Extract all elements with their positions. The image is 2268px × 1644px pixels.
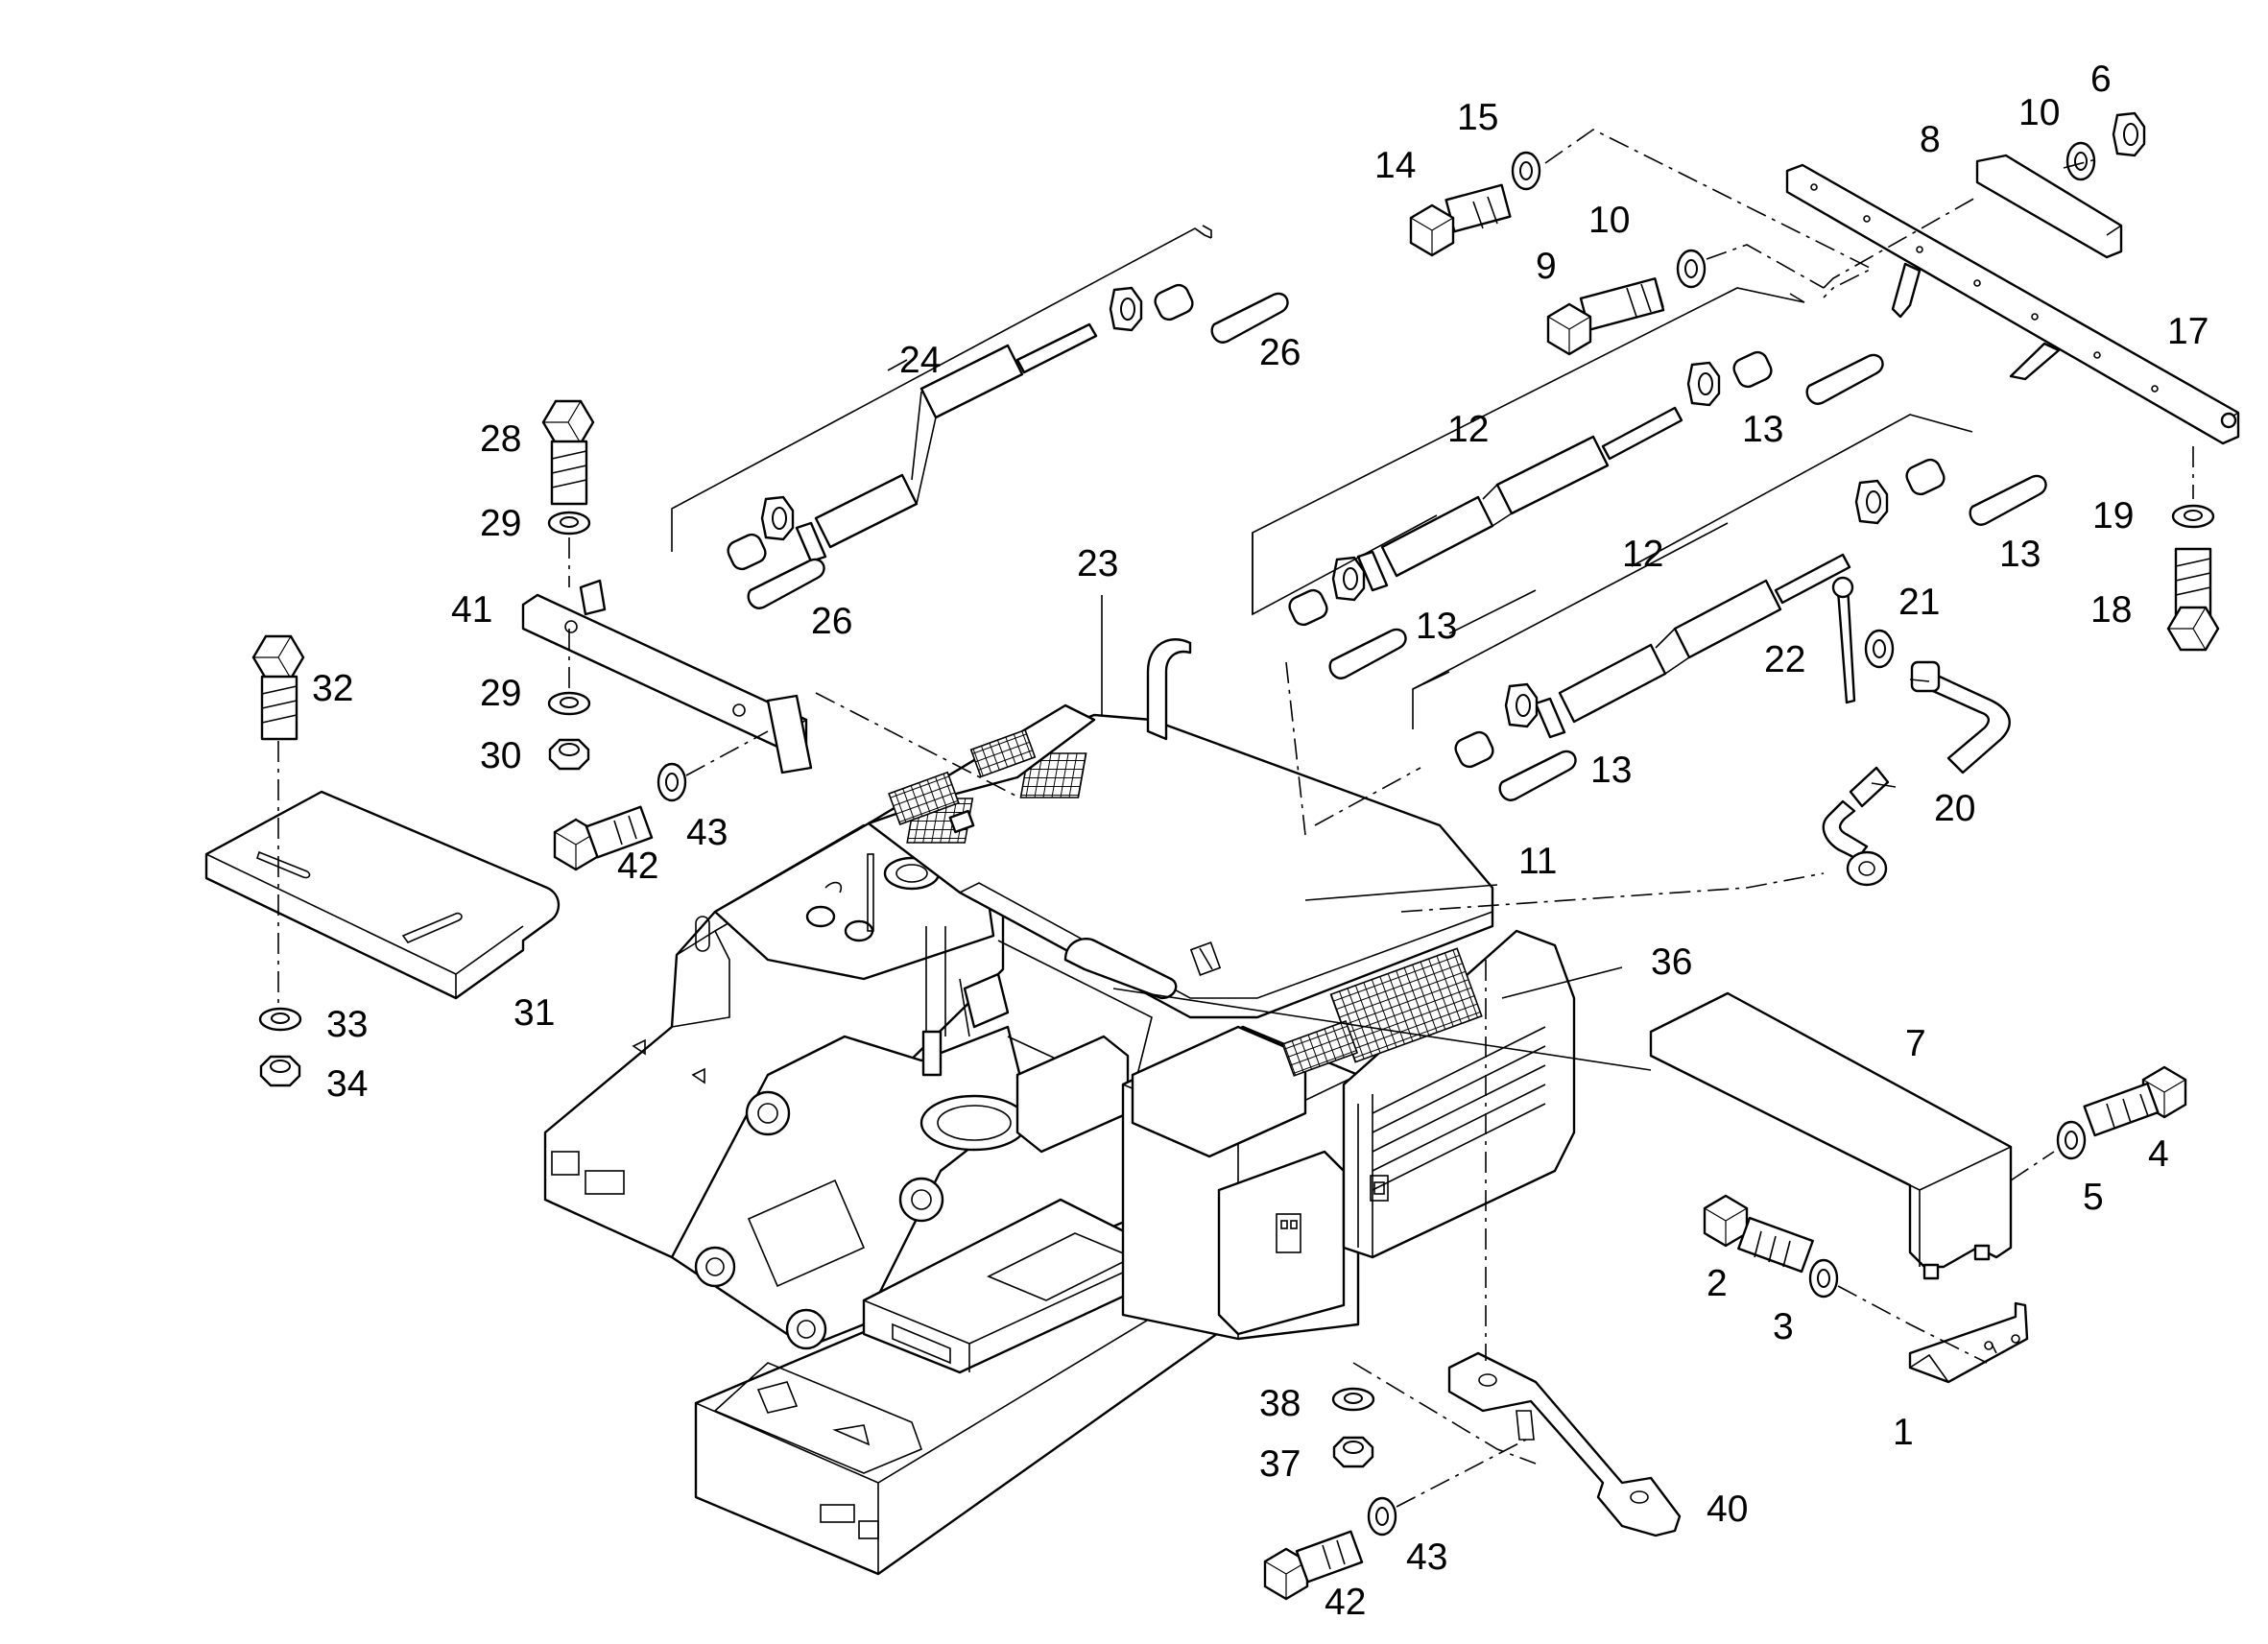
washer-43-upper xyxy=(657,762,687,802)
nut-30 xyxy=(548,738,590,771)
washer-10-upper xyxy=(2065,141,2096,181)
bolt-2 xyxy=(1703,1194,1814,1274)
callout-5: 5 xyxy=(2083,1177,2104,1218)
callout-11: 11 xyxy=(1518,841,1558,882)
callout-13-a: 13 xyxy=(1742,409,1783,450)
washer-10-lower xyxy=(1676,249,1707,289)
washer-29-lower xyxy=(547,691,591,716)
bolt-4 xyxy=(2083,1065,2187,1137)
callout-36: 36 xyxy=(1651,941,1692,983)
callout-19: 19 xyxy=(2092,495,2134,536)
washer-43-lower xyxy=(1367,1496,1397,1537)
callout-9: 9 xyxy=(1536,246,1557,287)
callout-42-lower: 42 xyxy=(1325,1582,1366,1623)
callout-2: 2 xyxy=(1707,1263,1728,1304)
washer-19 xyxy=(2171,504,2215,529)
callout-13-c: 13 xyxy=(1416,606,1457,647)
callout-42-upper: 42 xyxy=(617,846,658,887)
callout-1: 1 xyxy=(1893,1412,1914,1453)
bolt-42-lower xyxy=(1263,1530,1364,1601)
callout-18: 18 xyxy=(2090,589,2132,631)
bolt-14 xyxy=(1409,183,1512,257)
bolt-42-upper xyxy=(553,805,654,871)
callout-4: 4 xyxy=(2148,1133,2169,1175)
callout-30: 30 xyxy=(480,735,521,776)
callout-13-b: 13 xyxy=(1999,534,2041,575)
clevis-pin-26-upper xyxy=(1210,292,1289,344)
callout-22: 22 xyxy=(1764,639,1805,680)
washer-3 xyxy=(1808,1258,1839,1299)
callout-14: 14 xyxy=(1374,145,1416,186)
clevis-pin-13-c xyxy=(1328,628,1407,679)
gas-strut-12-upper xyxy=(1288,350,1773,627)
bolt-32 xyxy=(251,634,305,741)
callout-38: 38 xyxy=(1259,1383,1301,1424)
callout-17: 17 xyxy=(2167,311,2208,352)
bracket-1 xyxy=(1908,1301,2029,1384)
callout-34: 34 xyxy=(326,1063,368,1105)
cover-plate-8 xyxy=(1975,154,2123,259)
callout-31: 31 xyxy=(513,992,555,1034)
support-rod-20 xyxy=(1822,660,2011,887)
plate-31 xyxy=(204,790,561,1000)
gas-strut-12-lower xyxy=(1454,458,1946,769)
callout-3: 3 xyxy=(1773,1306,1794,1347)
callout-24: 24 xyxy=(899,340,941,381)
clevis-pin-26-lower xyxy=(747,558,825,609)
callout-29-lower: 29 xyxy=(480,673,521,714)
callout-15: 15 xyxy=(1457,97,1498,138)
brace-bar-17 xyxy=(1785,163,2240,445)
callout-43-upper: 43 xyxy=(686,812,728,853)
callout-32: 32 xyxy=(312,668,353,709)
assembly-lines xyxy=(277,129,2194,1508)
callout-26-upper: 26 xyxy=(1259,332,1301,373)
callout-10-upper: 10 xyxy=(2018,92,2060,133)
callout-12-lower: 12 xyxy=(1622,534,1663,575)
callout-37: 37 xyxy=(1259,1443,1301,1485)
gas-strut-24 xyxy=(727,283,1194,571)
callout-6: 6 xyxy=(2090,59,2112,100)
callout-7: 7 xyxy=(1905,1023,1926,1064)
washer-5 xyxy=(2056,1120,2087,1160)
cover-7 xyxy=(1649,991,2013,1280)
callout-26-lower: 26 xyxy=(811,601,852,642)
clevis-pin-13-b xyxy=(1969,474,2047,526)
clevis-pin-13-d xyxy=(1498,750,1577,801)
callout-33: 33 xyxy=(326,1004,368,1045)
callout-43-lower: 43 xyxy=(1406,1537,1447,1578)
washer-38 xyxy=(1331,1387,1375,1412)
callout-13-d: 13 xyxy=(1590,750,1632,791)
bolt-9 xyxy=(1546,277,1665,356)
callout-28: 28 xyxy=(480,418,521,460)
callout-8: 8 xyxy=(1920,119,1941,160)
washer-21 xyxy=(1864,629,1895,669)
callout-21: 21 xyxy=(1898,582,1940,623)
washer-15 xyxy=(1511,151,1541,191)
upper-frame xyxy=(543,638,1576,1576)
callout-10-lower: 10 xyxy=(1588,200,1630,241)
bracket-41 xyxy=(521,579,813,774)
callout-29-upper: 29 xyxy=(480,503,521,544)
nut-37 xyxy=(1332,1436,1374,1468)
washer-33 xyxy=(258,1007,302,1032)
washer-29-upper xyxy=(547,511,591,536)
nut-34 xyxy=(259,1055,301,1087)
callout-12-upper: 12 xyxy=(1447,409,1489,450)
bolt-18 xyxy=(2166,547,2220,652)
callout-labels: 1 2 3 4 5 6 7 8 9 10 10 11 12 12 13 13 1… xyxy=(312,59,2208,1623)
callout-23: 23 xyxy=(1077,543,1118,584)
leader-lines xyxy=(671,225,1973,1071)
callout-41: 41 xyxy=(451,589,492,631)
bracket-40 xyxy=(1447,1351,1682,1537)
bolt-28 xyxy=(541,399,595,506)
nut-6 xyxy=(2112,111,2146,157)
cotter-pin-22 xyxy=(1836,584,1856,704)
callout-20: 20 xyxy=(1934,788,1975,829)
callout-40: 40 xyxy=(1707,1489,1748,1530)
clevis-pin-13-a xyxy=(1805,353,1884,405)
